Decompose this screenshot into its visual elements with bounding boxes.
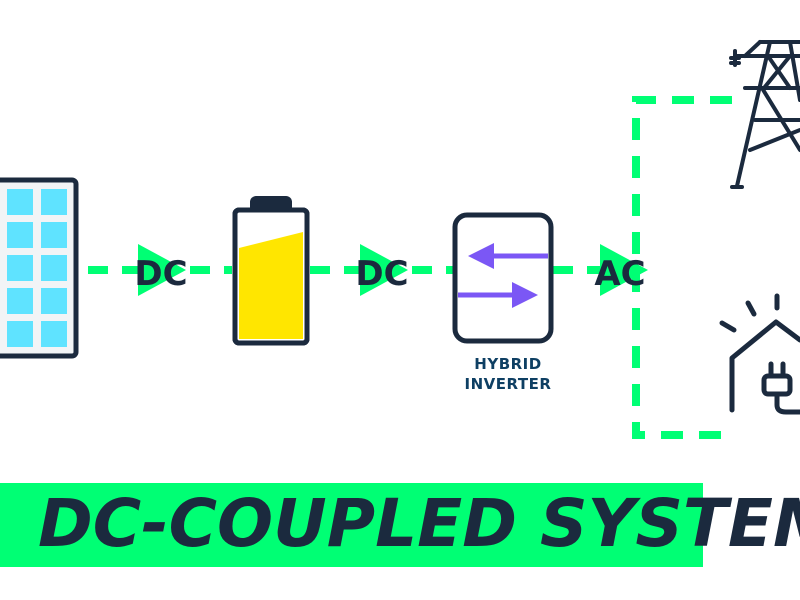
flow-label-dc-1: DC: [134, 254, 187, 294]
flow-arrow-1: [138, 244, 186, 296]
flow-label-dc-2: DC: [355, 254, 408, 294]
flow-label-ac: AC: [594, 254, 645, 294]
flow-arrow-3: [600, 244, 648, 296]
title-banner: [0, 483, 703, 567]
solar-panel-icon: [0, 177, 79, 359]
inverter-label-line2: INVERTER: [465, 375, 552, 393]
flow-arrow-2: [360, 244, 408, 296]
battery-icon: [232, 196, 310, 346]
ac-bracket-line: [632, 96, 732, 439]
hybrid-inverter-icon: [452, 212, 554, 344]
page-title: DC-COUPLED SYSTEM: [38, 485, 800, 562]
inverter-label-line1: HYBRID: [474, 355, 541, 373]
transmission-tower-icon: [729, 40, 800, 189]
house-plug-icon: [719, 293, 800, 415]
